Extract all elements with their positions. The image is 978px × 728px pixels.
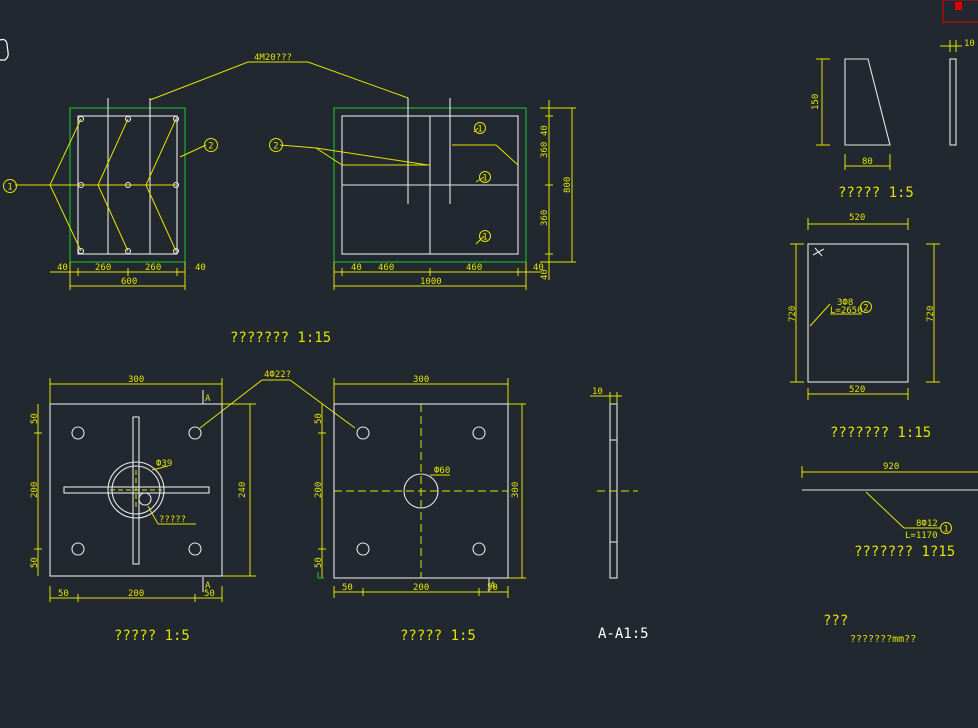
base-plate-left: 4Ф22? Ф39 ????? A A <box>49 370 356 592</box>
svg-text:50: 50 <box>58 589 69 599</box>
svg-text:200: 200 <box>314 482 324 498</box>
svg-text:40: 40 <box>540 125 550 136</box>
leader-circle-1-left: 1 <box>3 179 17 193</box>
dim-chain-center-vertical: 40 360 360 40 800 <box>540 100 576 280</box>
svg-text:50: 50 <box>487 583 498 593</box>
svg-text:1: 1 <box>477 125 482 135</box>
svg-text:50: 50 <box>314 557 324 568</box>
svg-text:460: 460 <box>378 263 394 273</box>
svg-text:A: A <box>490 581 496 591</box>
svg-text:50: 50 <box>30 557 40 568</box>
svg-text:50: 50 <box>204 589 215 599</box>
svg-text:2: 2 <box>273 142 278 152</box>
caption-rib: ????? 1:5 <box>838 185 914 201</box>
svg-text:A: A <box>205 394 211 404</box>
svg-text:200: 200 <box>413 583 429 593</box>
caption-plate-left: ????? 1:5 <box>114 628 190 644</box>
svg-text:520: 520 <box>849 385 865 395</box>
notes-body: ???????mm?? <box>850 634 916 645</box>
svg-text:40: 40 <box>195 263 206 273</box>
bolt-note: 4M20??? <box>149 53 409 101</box>
svg-text:Ф39: Ф39 <box>156 459 172 469</box>
svg-text:460: 460 <box>466 263 482 273</box>
svg-text:50: 50 <box>314 413 324 424</box>
svg-text:40: 40 <box>540 269 550 280</box>
svg-text:A: A <box>205 581 211 591</box>
svg-text:720: 720 <box>788 306 798 322</box>
svg-text:600: 600 <box>121 277 137 287</box>
notes-title: ??? <box>823 613 848 629</box>
base-plate-right: Ф60 A <box>333 403 509 592</box>
svg-text:80: 80 <box>862 157 873 167</box>
svg-text:800: 800 <box>563 177 573 193</box>
svg-text:920: 920 <box>883 462 899 472</box>
svg-text:50: 50 <box>30 413 40 424</box>
svg-text:720: 720 <box>926 306 936 322</box>
hand-cursor-icon <box>0 38 9 61</box>
rib-detail: 10 150 80 <box>811 39 975 170</box>
svg-text:2: 2 <box>208 142 213 152</box>
svg-text:300: 300 <box>511 482 521 498</box>
svg-text:L=1170: L=1170 <box>905 531 938 541</box>
foundation-plan-right <box>279 98 527 263</box>
foundation-plan-left <box>15 98 207 263</box>
svg-text:200: 200 <box>30 482 40 498</box>
svg-text:150: 150 <box>811 94 821 110</box>
section-a-a: 10 <box>590 387 638 579</box>
svg-text:10: 10 <box>592 387 603 397</box>
dim-chain-center-horizontal: 40 460 460 40 1000 <box>333 262 544 290</box>
dim-chain-plate-right: 300 50 200 50 300 50 200 50 <box>314 375 526 598</box>
svg-text:Ф60: Ф60 <box>434 466 450 476</box>
svg-text:1: 1 <box>482 233 487 243</box>
svg-text:360: 360 <box>540 142 550 158</box>
svg-text:8Ф12: 8Ф12 <box>916 519 938 529</box>
caption-plate-right: ????? 1:5 <box>400 628 476 644</box>
svg-text:4Ф22?: 4Ф22? <box>264 370 291 380</box>
svg-text:50: 50 <box>342 583 353 593</box>
caption-bar: ??????? 1?15 <box>854 544 955 560</box>
leader-circle-2-left: 2 <box>204 138 218 152</box>
leader-circle-1-bottom: 1 <box>479 230 491 243</box>
svg-text:200: 200 <box>128 589 144 599</box>
dim-chain-left: 40 260 260 40 600 <box>50 262 206 290</box>
leader-circle-1-mid: 1 <box>479 171 491 184</box>
svg-text:300: 300 <box>128 375 144 385</box>
svg-text:10: 10 <box>964 39 975 49</box>
slab-detail: 520 720 720 520 3Ф8 L=2650 2 <box>788 213 940 400</box>
caption-section: A-A1:5 <box>598 626 649 642</box>
svg-text:240: 240 <box>238 482 248 498</box>
leader-circle-1-top: 1 <box>474 122 486 135</box>
svg-text:1: 1 <box>482 174 487 184</box>
svg-text:2: 2 <box>863 304 868 314</box>
svg-text:40: 40 <box>351 263 362 273</box>
svg-text:?????: ????? <box>159 515 186 525</box>
caption-main-plan: ??????? 1:15 <box>230 330 331 346</box>
svg-text:40: 40 <box>57 263 68 273</box>
svg-text:360: 360 <box>540 210 550 226</box>
svg-text:260: 260 <box>95 263 111 273</box>
svg-text:1: 1 <box>7 183 12 193</box>
svg-text:L=2650: L=2650 <box>830 306 863 316</box>
bar-detail: 920 8Ф12 L=1170 1 <box>801 462 978 541</box>
leader-circle-2-right: 2 <box>269 138 283 152</box>
svg-text:4M20???: 4M20??? <box>254 53 292 63</box>
svg-text:1000: 1000 <box>420 277 442 287</box>
svg-text:520: 520 <box>849 213 865 223</box>
viewcube-marker-icon[interactable] <box>942 0 978 23</box>
svg-text:3Ф8: 3Ф8 <box>837 298 853 308</box>
svg-text:300: 300 <box>413 375 429 385</box>
svg-text:260: 260 <box>145 263 161 273</box>
caption-slab: ??????? 1:15 <box>830 425 931 441</box>
svg-text:1: 1 <box>943 525 948 535</box>
svg-text:40: 40 <box>533 263 544 273</box>
dim-chain-plate-left: 300 50 200 50 240 50 200 50 <box>30 375 256 602</box>
